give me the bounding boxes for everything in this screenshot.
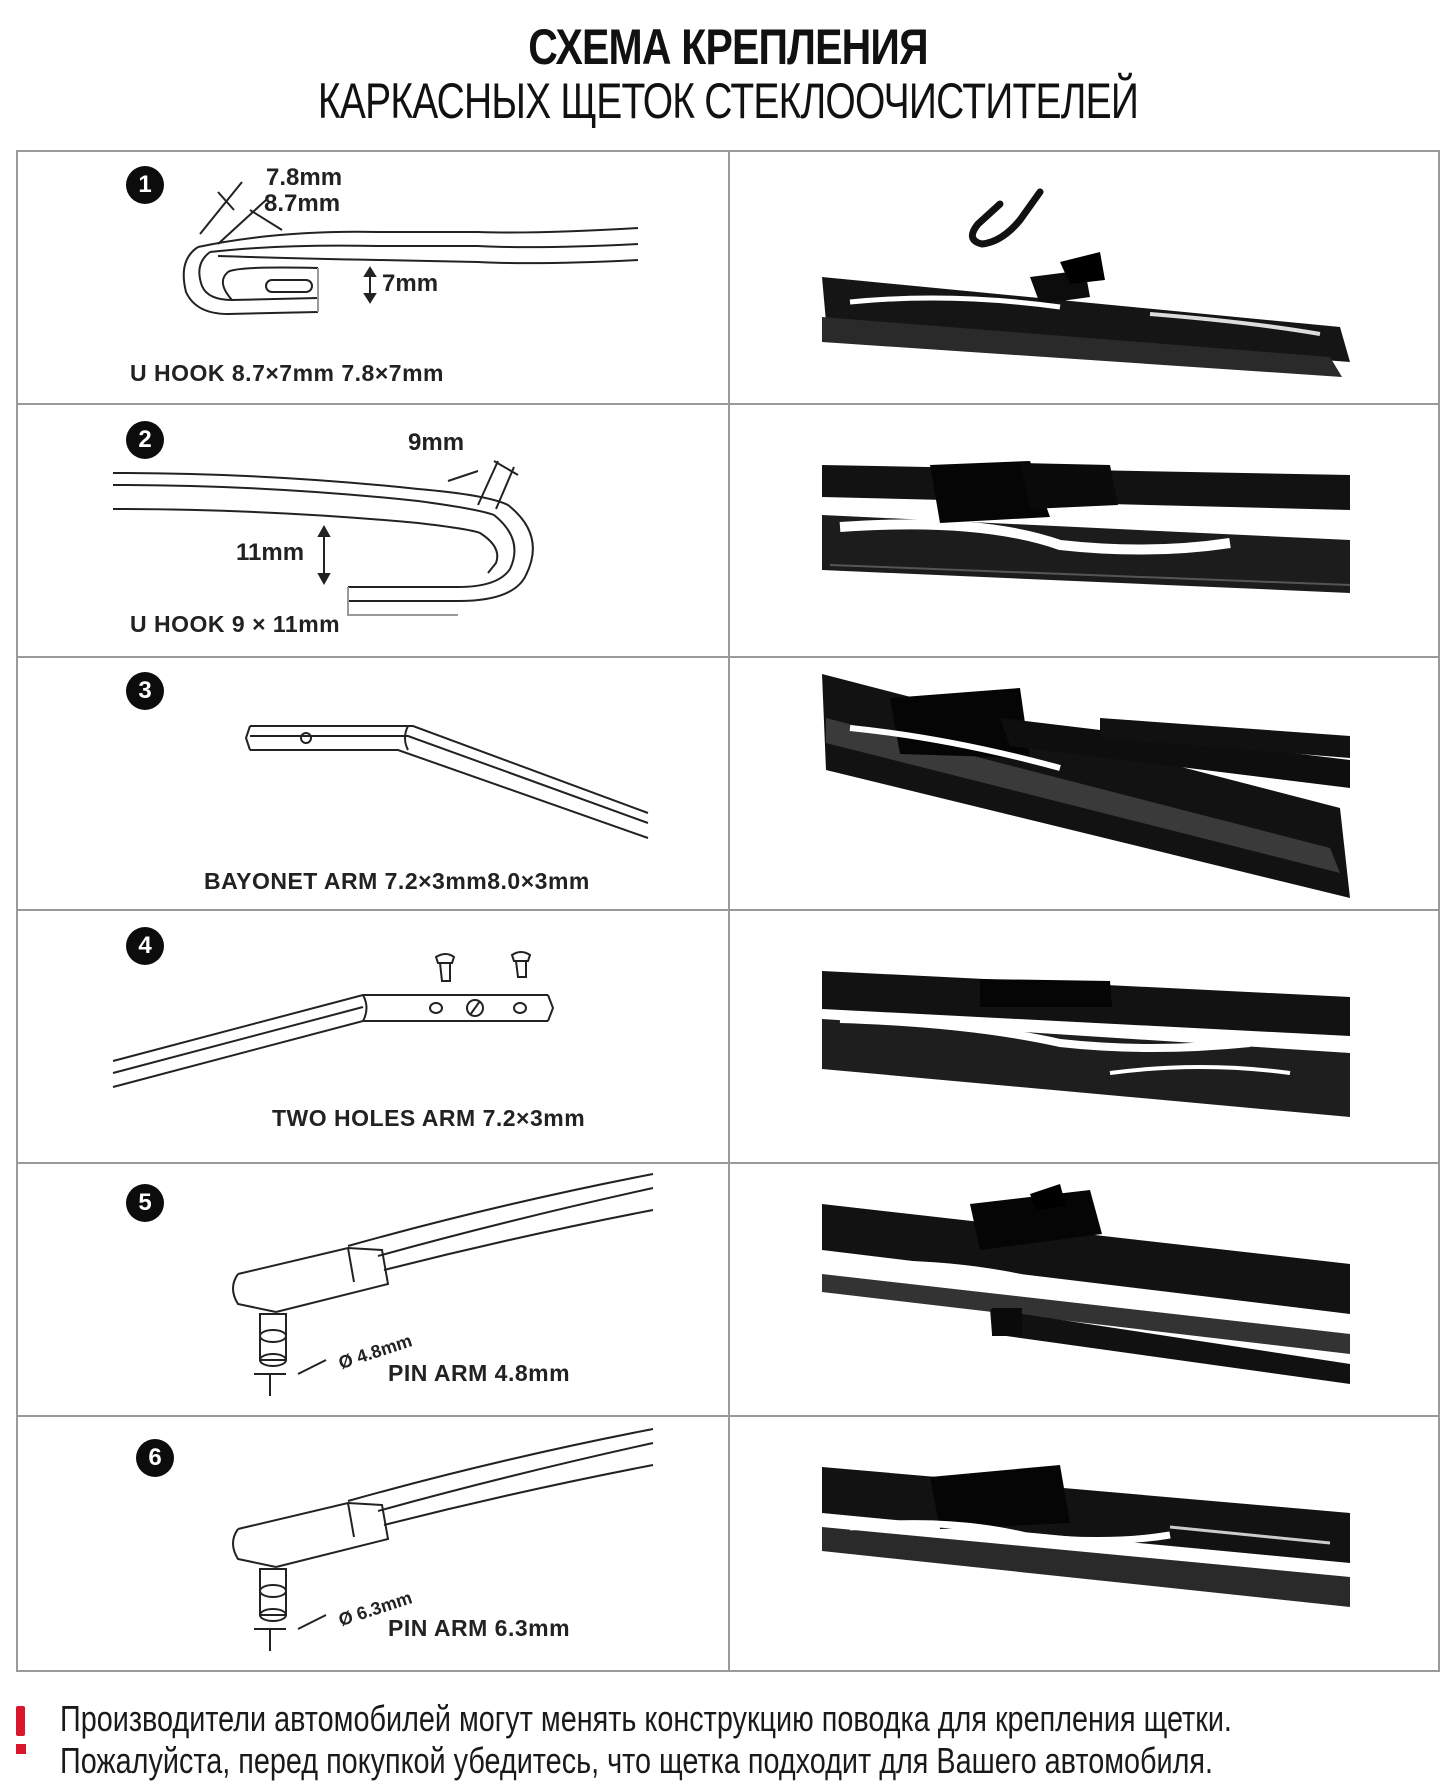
u-hook-diagram (182, 181, 639, 316)
row-number-badge: 4 (126, 927, 164, 965)
wiper-blade-photo-6 (822, 1465, 1350, 1607)
pin-arm-diagram (232, 1428, 654, 1651)
dimension-label: 7mm (382, 270, 439, 297)
page-subtitle: КАРКАСНЫХ ЩЕТОК СТЕКЛООЧИСТИТЕЛЕЙ (317, 73, 1139, 129)
row-6-photo (730, 1417, 1440, 1672)
row-number-badge: 1 (126, 166, 164, 204)
row-2-photo (730, 405, 1440, 656)
footer-note-line-1: Производители автомобилей могут менять к… (60, 1698, 1232, 1739)
wiper-blade-photo-2 (822, 461, 1351, 593)
row-4-photo (730, 911, 1440, 1162)
row-2-diagram: 2 9mm 11mm U HOOK 9 × 11mm (18, 405, 730, 656)
dimension-label: 7.8mm (266, 164, 343, 191)
bayonet-arm-diagram (244, 725, 649, 839)
scheme-row-1: 1 7.8mm 8.7mm 7mm U HOOK 8.7×7mm 7.8×7mm (18, 152, 1438, 405)
page-title: СХЕМА КРЕПЛЕНИЯ (528, 19, 928, 75)
row-1-photo (730, 152, 1440, 403)
row-number-badge: 5 (126, 1184, 164, 1222)
wiper-blade-photo-1 (822, 188, 1350, 377)
row-5-diagram: 5 Ø 4.8mm PIN ARM 4.8mm (18, 1164, 730, 1415)
row-caption: U HOOK 8.7×7mm 7.8×7mm (130, 360, 444, 386)
row-3-photo (730, 658, 1440, 909)
mounting-scheme-grid: 1 7.8mm 8.7mm 7mm U HOOK 8.7×7mm 7.8×7mm (16, 150, 1440, 1672)
row-6-diagram: 6 Ø 6.3mm PIN ARM 6.3mm (18, 1417, 730, 1672)
dimension-label: 9mm (408, 429, 465, 456)
row-number-badge: 3 (126, 672, 164, 710)
exclamation-icon (14, 1706, 28, 1754)
row-caption: U HOOK 9 × 11mm (130, 611, 341, 637)
row-caption: PIN ARM 6.3mm (388, 1615, 571, 1641)
scheme-row-2: 2 9mm 11mm U HOOK 9 × 11mm (18, 405, 1438, 658)
scheme-row-4: 4 TWO HOLES ARM 7.2×3mm (18, 911, 1438, 1164)
footer-note-line-2: Пожалуйста, перед покупкой убедитесь, чт… (60, 1740, 1214, 1781)
dimension-label: 11mm (236, 539, 305, 566)
row-caption: TWO HOLES ARM 7.2×3mm (272, 1105, 586, 1131)
scheme-row-6: 6 Ø 6.3mm PIN ARM 6.3mm (18, 1417, 1438, 1672)
wiper-blade-photo-4 (822, 971, 1350, 1117)
row-number-badge: 6 (136, 1439, 174, 1477)
scheme-row-5: 5 Ø 4.8mm PIN ARM 4.8mm (18, 1164, 1438, 1417)
two-holes-arm-diagram (112, 951, 555, 1088)
scheme-row-3: 3 BAYONET ARM 7.2×3mm8.0×3mm (18, 658, 1438, 911)
row-number-badge: 2 (126, 421, 164, 459)
row-1-diagram: 1 7.8mm 8.7mm 7mm U HOOK 8.7×7mm 7.8×7mm (18, 152, 730, 403)
row-caption: PIN ARM 4.8mm (388, 1360, 571, 1386)
row-5-photo (730, 1164, 1440, 1415)
pin-arm-diagram (232, 1173, 654, 1396)
u-hook-diagram (112, 460, 534, 616)
row-3-diagram: 3 BAYONET ARM 7.2×3mm8.0×3mm (18, 658, 730, 909)
row-4-diagram: 4 TWO HOLES ARM 7.2×3mm (18, 911, 730, 1162)
dimension-label: 8.7mm (264, 190, 341, 217)
row-caption: BAYONET ARM 7.2×3mm8.0×3mm (204, 868, 590, 894)
wiper-blade-photo-3 (822, 674, 1350, 898)
wiper-blade-photo-5 (822, 1184, 1350, 1384)
